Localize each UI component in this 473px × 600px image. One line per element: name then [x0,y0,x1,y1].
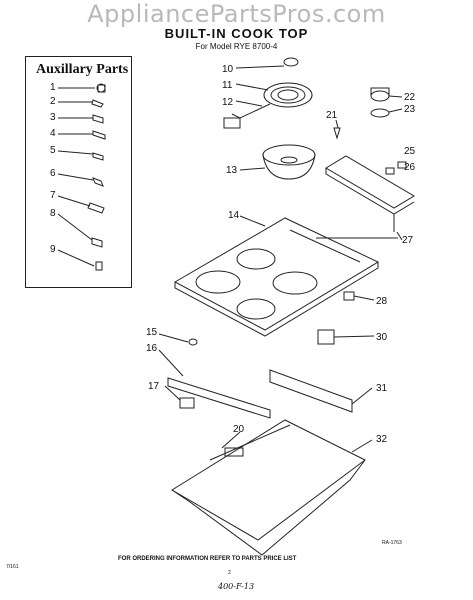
callout-25: 25 [404,146,416,157]
callout-10: 10 [222,64,234,75]
callout-14: 14 [228,210,240,221]
wiring-drawing [316,237,398,345]
aux-label-9: 9 [50,244,56,255]
callout-20: 20 [233,424,245,435]
callout-22: 22 [404,92,416,103]
aux-label-8: 8 [50,208,56,219]
auxiliary-parts-drawings [57,83,106,271]
callout-12: 12 [222,97,234,108]
control-knob-drawing [333,87,403,140]
bottom-pan-drawing [171,419,373,556]
callout-11: 11 [222,80,233,91]
page-number: 2 [228,570,231,576]
page-title: BUILT-IN COOK TOP [164,26,309,41]
auxiliary-parts-title: Auxillary Parts [36,62,129,77]
date-code: 7/161 [6,564,19,570]
callout-13: 13 [226,165,238,176]
aux-label-5: 5 [50,145,56,156]
callout-31: 31 [376,383,388,394]
callout-17: 17 [148,381,160,392]
diagram-code: RA-1763 [382,540,402,546]
aux-label-6: 6 [50,168,56,179]
callout-16: 16 [146,343,158,354]
aux-label-7: 7 [50,190,56,201]
aux-label-1: 1 [50,82,56,93]
callout-26: 26 [404,162,416,173]
burner-element-drawing [223,57,313,129]
callout-27: 27 [402,235,414,246]
aux-label-3: 3 [50,112,56,123]
callout-23: 23 [404,104,416,115]
side-rail-drawing [158,333,373,419]
control-bracket-drawing [325,155,415,241]
aux-label-2: 2 [50,96,56,107]
drip-bowl-drawing [239,144,316,180]
model-subtitle: For Model RYE 8700-4 [195,42,278,51]
cooktop-drawing [173,215,380,337]
ordering-instruction: FOR ORDERING INFORMATION REFER TO PARTS … [118,556,297,562]
aux-label-4: 4 [50,128,56,139]
callout-28: 28 [376,296,388,307]
auxiliary-parts-box [25,56,132,288]
handwritten-note: 400-F-13 [218,582,255,591]
watermark: AppliancePartsPros.com [87,0,386,28]
callout-30: 30 [376,332,388,343]
callout-21: 21 [326,110,338,121]
callout-15: 15 [146,327,158,338]
callout-32: 32 [376,434,388,445]
